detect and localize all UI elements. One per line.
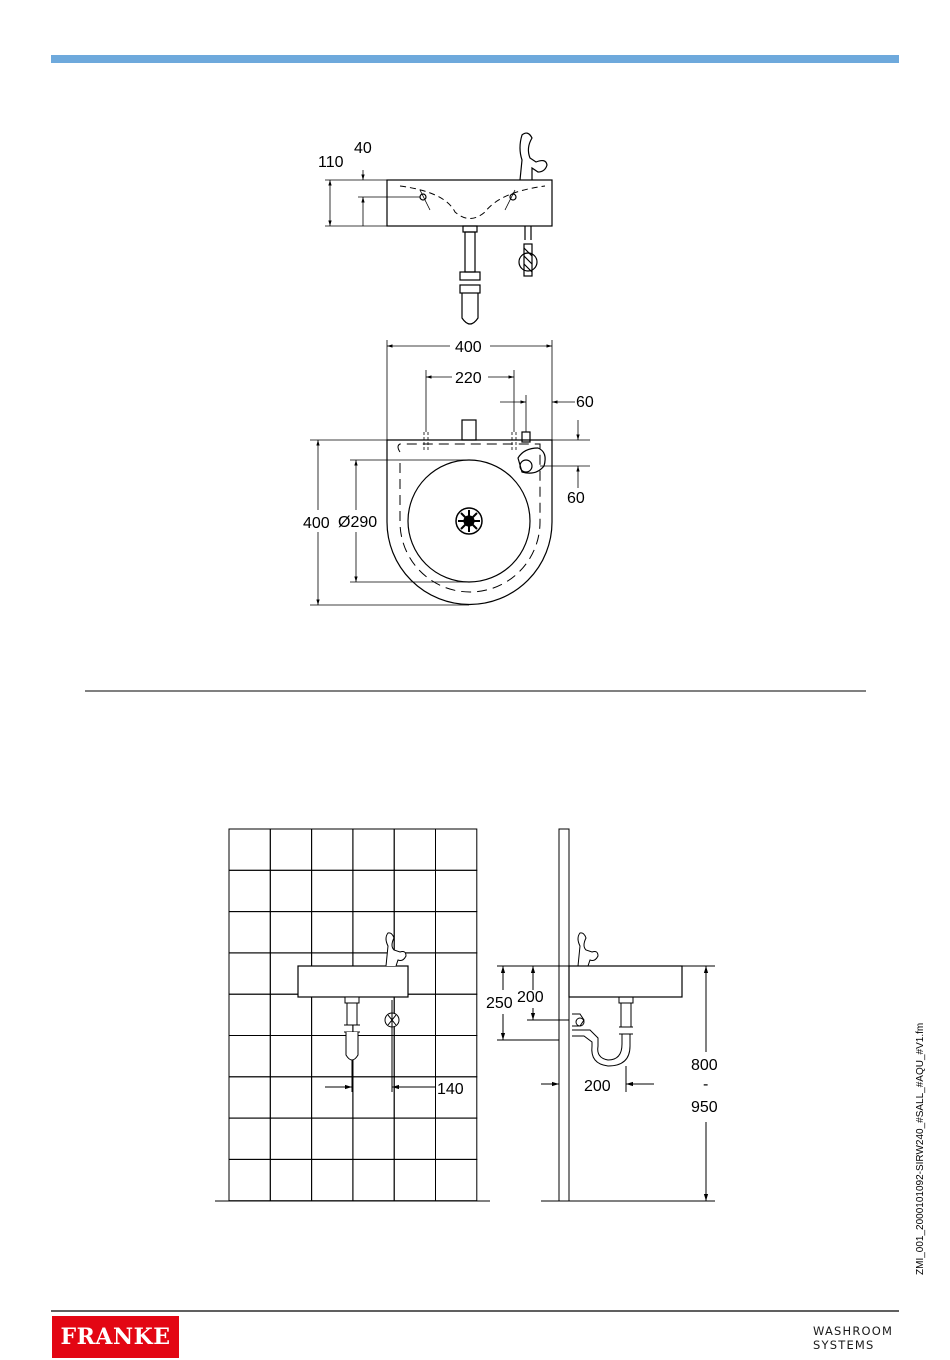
wall-tile bbox=[394, 829, 435, 870]
wall-tile bbox=[353, 870, 394, 911]
wall-tile bbox=[353, 1077, 394, 1118]
dim-valve-offset: 140 bbox=[437, 1081, 464, 1098]
wall-tile bbox=[229, 1077, 270, 1118]
wall-tile bbox=[353, 1159, 394, 1200]
wall-tile bbox=[312, 912, 353, 953]
wall-tile bbox=[436, 912, 477, 953]
wall-tile bbox=[312, 1077, 353, 1118]
dim-fountain-offset-y: 60 bbox=[567, 490, 585, 507]
wall-tile bbox=[436, 1036, 477, 1077]
dim-waste-projection: 200 bbox=[584, 1078, 611, 1095]
wall-tile bbox=[353, 829, 394, 870]
dim-bowl-depth: 40 bbox=[354, 140, 372, 157]
installation-side-view bbox=[497, 829, 715, 1201]
wall-tile bbox=[436, 1118, 477, 1159]
wall-tile bbox=[270, 1077, 311, 1118]
wall-tile bbox=[394, 870, 435, 911]
wall-tile bbox=[394, 1077, 435, 1118]
dim-width: 400 bbox=[455, 339, 482, 356]
wall-tile bbox=[229, 1118, 270, 1159]
wall-tile bbox=[394, 1118, 435, 1159]
wall-tile bbox=[270, 1118, 311, 1159]
file-reference: ZMI_001_2000101092-SIRW240_#SALL_#AQU_#V… bbox=[915, 1275, 935, 1295]
header-band bbox=[51, 55, 899, 63]
dim-overall-height: 110 bbox=[318, 154, 344, 171]
plan-view bbox=[310, 340, 590, 605]
dim-fixing-spacing: 220 bbox=[455, 370, 482, 387]
dim-supply-height: 250 bbox=[486, 995, 513, 1012]
dim-rim-height-max: 950 bbox=[691, 1099, 718, 1116]
wall-tile bbox=[436, 994, 477, 1035]
elevation-view bbox=[325, 133, 552, 324]
wall-tile bbox=[229, 1036, 270, 1077]
dim-waste-height: 200 bbox=[517, 989, 544, 1006]
wall-tile bbox=[436, 829, 477, 870]
wall-tile bbox=[229, 870, 270, 911]
wall-tile bbox=[270, 1159, 311, 1200]
wall-tile bbox=[312, 1159, 353, 1200]
wall-tile bbox=[270, 994, 311, 1035]
dim-bowl-diameter: Ø290 bbox=[338, 514, 377, 531]
wall-tile bbox=[270, 912, 311, 953]
wall-tile bbox=[353, 1036, 394, 1077]
wall-tile bbox=[394, 1159, 435, 1200]
wall-tile bbox=[312, 829, 353, 870]
wall-tile bbox=[229, 912, 270, 953]
wall-tile bbox=[394, 994, 435, 1035]
wall-tile bbox=[312, 1118, 353, 1159]
wall-tile bbox=[229, 829, 270, 870]
dim-rim-height-sep: - bbox=[703, 1076, 708, 1093]
division-label: WASHROOM SYSTEMS bbox=[813, 1324, 893, 1352]
wall-tile bbox=[394, 912, 435, 953]
installation-front-view bbox=[215, 829, 490, 1201]
dim-rim-height-min: 800 bbox=[691, 1057, 718, 1074]
wall-tile bbox=[229, 953, 270, 994]
wall-tile bbox=[353, 1118, 394, 1159]
division-line-2: SYSTEMS bbox=[813, 1338, 893, 1352]
dim-fountain-offset-x: 60 bbox=[576, 394, 594, 411]
wall-tile bbox=[229, 994, 270, 1035]
wall-tile bbox=[270, 1036, 311, 1077]
wall-tile bbox=[394, 1036, 435, 1077]
franke-logo: FRANKE bbox=[52, 1316, 179, 1358]
division-line-1: WASHROOM bbox=[813, 1324, 893, 1338]
wall-tile bbox=[229, 1159, 270, 1200]
wall-tile bbox=[436, 953, 477, 994]
wall-tile bbox=[312, 870, 353, 911]
wall-tile bbox=[436, 870, 477, 911]
wall-tile bbox=[270, 829, 311, 870]
dim-depth: 400 bbox=[303, 515, 330, 532]
wall-tile bbox=[270, 870, 311, 911]
wall-tile bbox=[436, 1159, 477, 1200]
